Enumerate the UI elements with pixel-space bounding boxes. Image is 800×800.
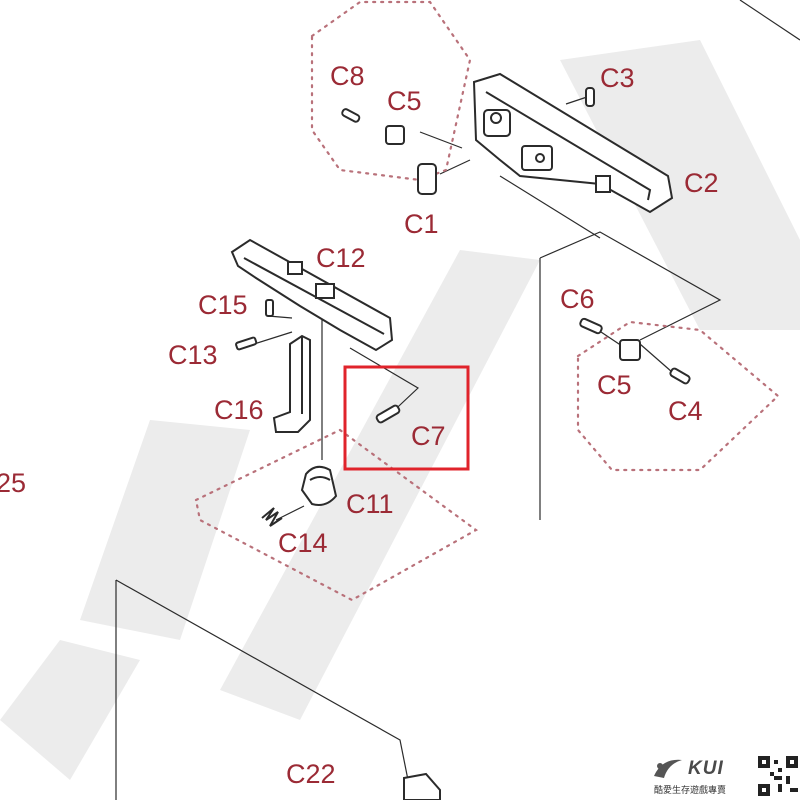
part-c12-slider <box>230 238 394 352</box>
part-c14-spring <box>261 507 283 527</box>
label-c11: C11 <box>346 489 394 519</box>
part-c4-spring <box>669 367 691 385</box>
part-c6-spring <box>579 317 603 335</box>
part-c15-spring <box>265 299 274 317</box>
c7-highlight-box <box>343 365 470 471</box>
swoosh-logo-icon <box>654 759 682 778</box>
label-c14: C14 <box>278 528 328 558</box>
part-c3-pin <box>585 87 595 107</box>
label-c12: C12 <box>316 243 366 273</box>
label-c3: C3 <box>600 63 635 93</box>
group-outline-bottom <box>194 428 479 602</box>
small-parts <box>235 87 691 527</box>
label-c25-partial: 25 <box>0 468 27 498</box>
label-c6: C6 <box>560 284 595 314</box>
label-c13: C13 <box>168 340 218 370</box>
brand-tagline: 酷愛生存遊戲專賣 <box>654 786 727 796</box>
label-c5-top: C5 <box>387 86 422 116</box>
part-c1-latch <box>417 163 437 195</box>
part-c11-cam <box>300 465 338 506</box>
part-c8-pin <box>341 108 361 123</box>
part-c7-pin <box>375 404 401 424</box>
part-c5-top-block <box>385 125 405 145</box>
label-c15: C15 <box>198 290 248 320</box>
label-c5-right: C5 <box>597 370 632 400</box>
label-c16: C16 <box>214 395 264 425</box>
part-c16-bar <box>272 334 311 433</box>
label-c2: C2 <box>684 168 719 198</box>
brand-name: KUI <box>688 758 724 779</box>
label-c8: C8 <box>330 61 365 91</box>
group-outline-top <box>310 0 472 182</box>
part-c2-frame <box>472 72 674 214</box>
group-outline-right <box>576 320 780 472</box>
qr-code-icon <box>758 756 798 796</box>
part-c5-right-block <box>619 339 641 361</box>
label-c22: C22 <box>286 759 336 789</box>
part-c13-spring <box>235 336 258 351</box>
part-c22-block <box>403 772 441 800</box>
label-c7: C7 <box>411 421 446 451</box>
label-c1: C1 <box>404 209 439 239</box>
label-c4: C4 <box>668 396 703 426</box>
dotted-group-outlines <box>194 0 780 602</box>
brand-watermark: KUI 酷愛生存遊戲專賣 <box>652 752 800 800</box>
